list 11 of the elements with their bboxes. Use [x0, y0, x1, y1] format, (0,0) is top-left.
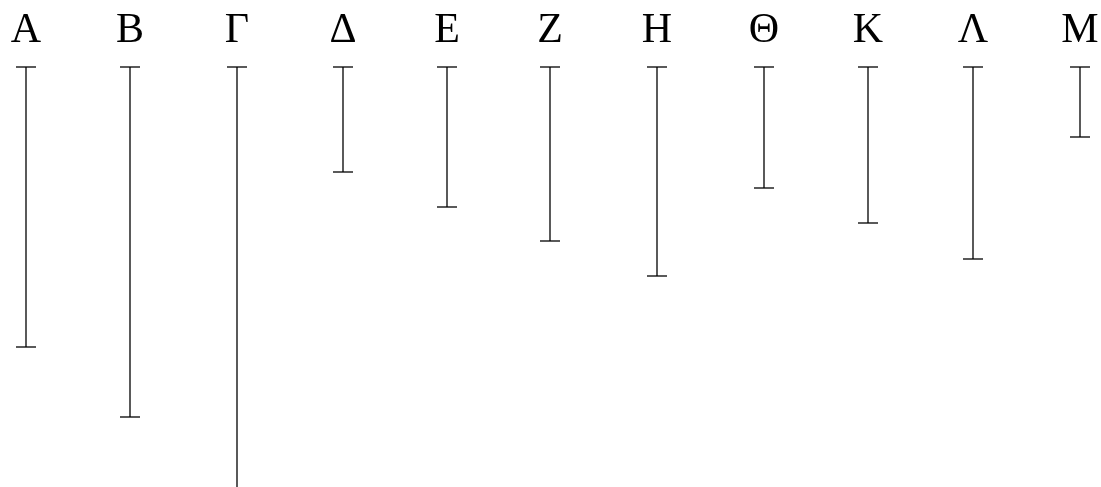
letter-label: Γ — [224, 4, 250, 53]
letter-label: Ε — [434, 4, 460, 53]
letter-label: Ζ — [537, 4, 563, 53]
letter-label: Λ — [957, 4, 989, 53]
letter-label: Δ — [329, 4, 357, 53]
letter-label: Α — [10, 4, 42, 53]
letter-label: Θ — [748, 4, 780, 53]
letter-label: Μ — [1061, 4, 1099, 53]
letter-label: Η — [641, 4, 673, 53]
letter-label: Κ — [852, 4, 884, 53]
letter-label: Β — [116, 4, 144, 53]
